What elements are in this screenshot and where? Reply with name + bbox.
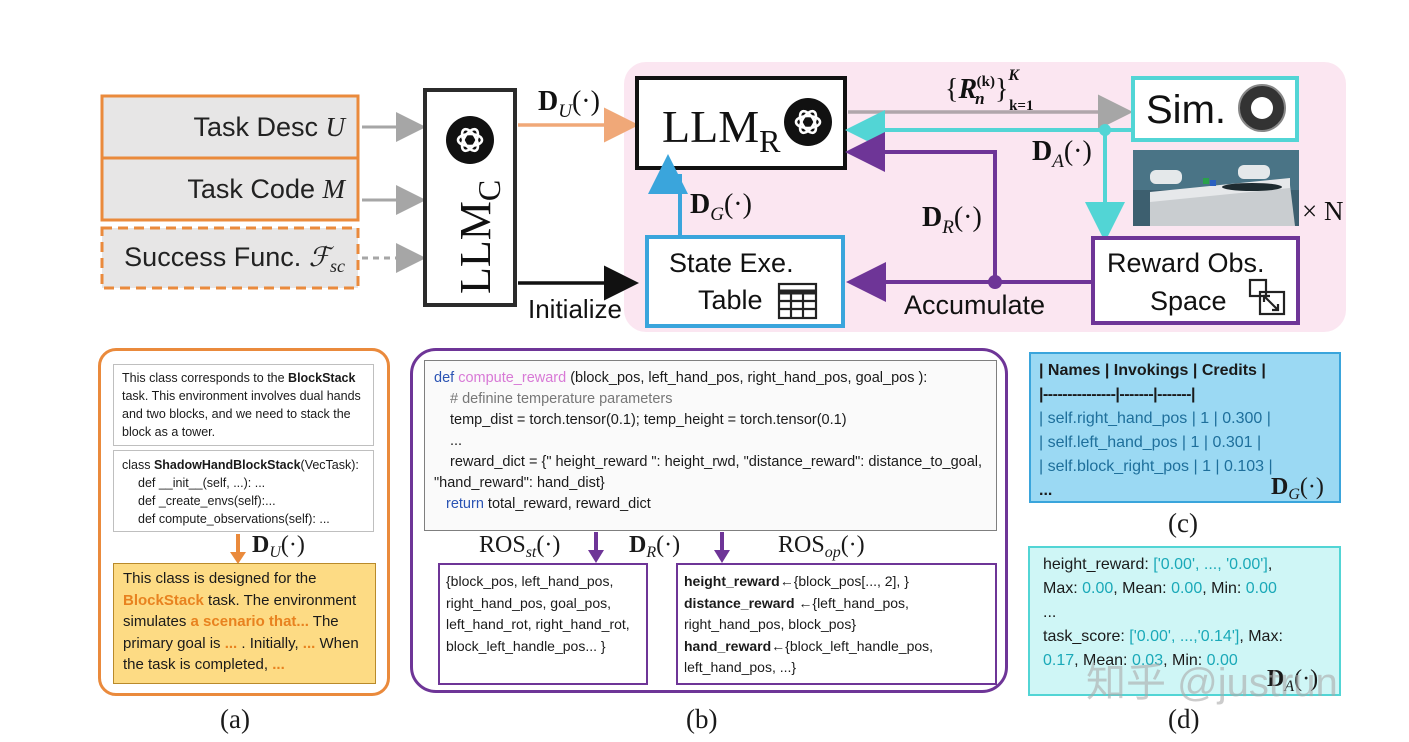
simulation-image xyxy=(1133,150,1299,226)
du-label: DU(·) xyxy=(538,86,600,122)
code-ellipsis: ... xyxy=(450,433,463,449)
llm-c-output-box: This class is designed for the BlockStac… xyxy=(113,563,376,684)
arrow-b-right xyxy=(714,532,730,563)
task-code-box-a: class ShadowHandBlockStack(VecTask): def… xyxy=(113,450,374,532)
caption-a: (a) xyxy=(220,704,250,734)
code-return: return total_reward, reward_dict xyxy=(446,496,651,512)
arrow-b-left xyxy=(588,532,604,563)
op-distance: distance_reward ←{left_hand_pos, right_h… xyxy=(684,594,909,633)
desc-bold: BlockStack xyxy=(288,371,356,385)
table-icon xyxy=(777,282,818,320)
openai-icon xyxy=(446,116,494,164)
code-temp: temp_dist = torch.tensor(0.1); temp_heig… xyxy=(450,412,847,428)
arrow-a-down xyxy=(230,534,246,564)
ros-st-box: {block_pos, left_hand_pos, right_hand_po… xyxy=(438,563,648,685)
caption-d: (d) xyxy=(1168,704,1200,734)
score-line-4: task_score: ['0.00', ...,'0.14'], Max: xyxy=(1043,628,1283,645)
state-table-box xyxy=(645,235,845,328)
desc-post: task. This environment involves dual han… xyxy=(122,389,361,439)
caption-c: (c) xyxy=(1168,508,1198,538)
table-more: ... xyxy=(1039,482,1053,499)
success-func-text: Success Func. ℱsc xyxy=(124,242,345,276)
desc-pre: This class corresponds to the xyxy=(122,371,289,385)
pipeline-diagram: Task Desc U Task Code M Success Func. ℱs… xyxy=(100,62,1346,332)
table-row: | self.right_hand_pos | 1 | 0.300 | xyxy=(1039,410,1271,427)
task-desc-text: Task Desc U xyxy=(193,112,346,142)
code-def-line: def compute_reward (block_pos, left_hand… xyxy=(434,370,928,386)
code-line-4: def compute_observations(self): ... xyxy=(138,512,330,526)
task-code-text: Task Code M xyxy=(187,174,346,204)
code-line-3: def _create_envs(self):... xyxy=(138,494,276,508)
du-label-a: DU(·) xyxy=(252,532,305,561)
score-line-5: 0.17, Mean: 0.03, Min: 0.00 xyxy=(1043,652,1238,669)
sim-label: Sim. xyxy=(1146,88,1226,132)
table-row: | self.block_right_pos | 1 | 0.103 | xyxy=(1039,458,1273,475)
state-table-line2: Table xyxy=(698,285,763,315)
panel-c: | Names | Invokings | Credits | |-------… xyxy=(1029,352,1341,503)
llm-c-label: LLMC xyxy=(451,180,507,294)
llm-r-label: LLMR xyxy=(662,101,781,159)
expand-icon xyxy=(1248,278,1286,316)
ros-st-label: ROSst(·) xyxy=(479,532,561,561)
op-hand: hand_reward←{block_left_handle_pos, left… xyxy=(684,637,934,676)
task-desc-box xyxy=(100,94,360,160)
reward-code-box: def compute_reward (block_pos, left_hand… xyxy=(424,360,997,531)
score-line-2: Max: 0.00, Mean: 0.00, Min: 0.00 xyxy=(1043,580,1277,597)
ros-op-box: height_reward←{block_pos[..., 2], } dist… xyxy=(676,563,997,685)
task-description-box: This class corresponds to the BlockStack… xyxy=(113,364,374,446)
success-func-box xyxy=(100,226,360,290)
reward-space-line1: Reward Obs. xyxy=(1107,248,1265,278)
dg-label: DG(·) xyxy=(690,189,752,225)
table-row: | self.left_hand_pos | 1 | 0.301 | xyxy=(1039,434,1262,451)
code-reward-dict: reward_dict = {" height_reward ": height… xyxy=(434,454,983,491)
dg-label-c: DG(·) xyxy=(1271,474,1324,503)
score-line-3: ... xyxy=(1043,604,1057,621)
code-comment: # definine temperature parameters xyxy=(450,391,673,407)
accumulate-label: Accumulate xyxy=(904,290,1045,320)
state-table-line1: State Exe. xyxy=(669,248,794,278)
openai-icon-r xyxy=(784,98,832,146)
op-height: height_reward←{block_pos[..., 2], } xyxy=(684,573,909,589)
reward-space-line2: Space xyxy=(1150,286,1227,316)
panel-d: height_reward: ['0.00', ..., '0.00'], Ma… xyxy=(1028,546,1341,696)
times-n-label: × N xyxy=(1302,196,1343,226)
watermark: 知乎 @justrun xyxy=(1086,661,1338,705)
table-separator: |---------------|-------|-------| xyxy=(1039,386,1195,403)
arrow-dr xyxy=(845,132,997,282)
da-label: DA(·) xyxy=(1032,136,1092,172)
initialize-label: Initialize xyxy=(528,294,622,324)
sim-logo-icon xyxy=(1238,84,1286,132)
code-line-2: def __init__(self, ...): ... xyxy=(138,476,266,490)
dr-label-b: DR(·) xyxy=(629,532,681,561)
da-label-d: DA(·) xyxy=(1267,666,1319,695)
code-line-1: class ShadowHandBlockStack(VecTask): xyxy=(122,458,359,472)
task-code-box xyxy=(100,156,360,222)
caption-b: (b) xyxy=(686,704,718,734)
dr-label: DR(·) xyxy=(922,202,982,238)
score-line-1: height_reward: ['0.00', ..., '0.00'], xyxy=(1043,556,1273,573)
table-header: | Names | Invokings | Credits | xyxy=(1039,362,1266,379)
ros-op-label: ROSop(·) xyxy=(778,532,865,561)
